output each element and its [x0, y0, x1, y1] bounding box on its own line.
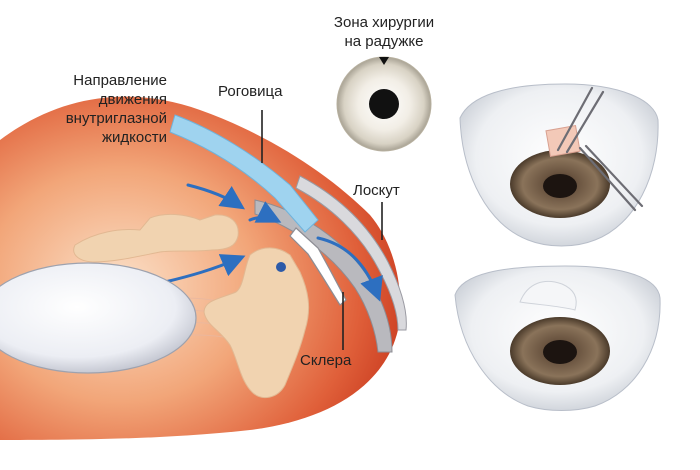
- flow-arrow-3: [163, 254, 246, 284]
- flow-direction-line-1: Направление: [73, 72, 167, 89]
- eye-with-forceps: [459, 83, 659, 247]
- flow-direction-line-2: движения: [98, 91, 167, 108]
- flap-label: Лоскут: [353, 182, 400, 199]
- flow-arrows: [163, 183, 383, 302]
- drainage-channel: [289, 227, 347, 306]
- scleral-flap: [295, 175, 407, 331]
- iris-surgery-zone-line-1: Зона хирургии: [333, 14, 435, 31]
- eye-cross-section: [0, 96, 407, 440]
- iris-tissue: [73, 213, 239, 263]
- schlemm-canal: [276, 262, 286, 272]
- flow-arrow-1: [186, 183, 245, 210]
- forceps-icon: [556, 86, 644, 212]
- pupil: [369, 89, 399, 119]
- pupil-top: [543, 174, 577, 198]
- flow-direction-line-3: внутриглазной: [65, 110, 167, 127]
- flow-arrow-4: [316, 236, 383, 302]
- cornea-label: Роговица: [218, 83, 283, 100]
- flow-arrow-2: [248, 201, 282, 223]
- iris-surgery-zone-line-2: на радужке: [344, 33, 424, 50]
- sclera-label: Склера: [300, 352, 352, 369]
- flow-direction-label: Направление движения внутриглазной жидко…: [42, 71, 167, 147]
- eye-front-icon: [336, 56, 432, 152]
- bleb: [519, 280, 577, 311]
- flow-direction-line-4: жидкости: [102, 129, 167, 146]
- pupil-bottom: [543, 340, 577, 364]
- pointer-lines: [261, 110, 383, 350]
- lens: [0, 262, 197, 374]
- ciliary-body: [203, 247, 310, 399]
- eye-after-surgery: [454, 265, 661, 411]
- iris-surgery-zone-label: Зона хирургии на радужке: [313, 13, 455, 51]
- arrow-down-icon: [379, 57, 389, 65]
